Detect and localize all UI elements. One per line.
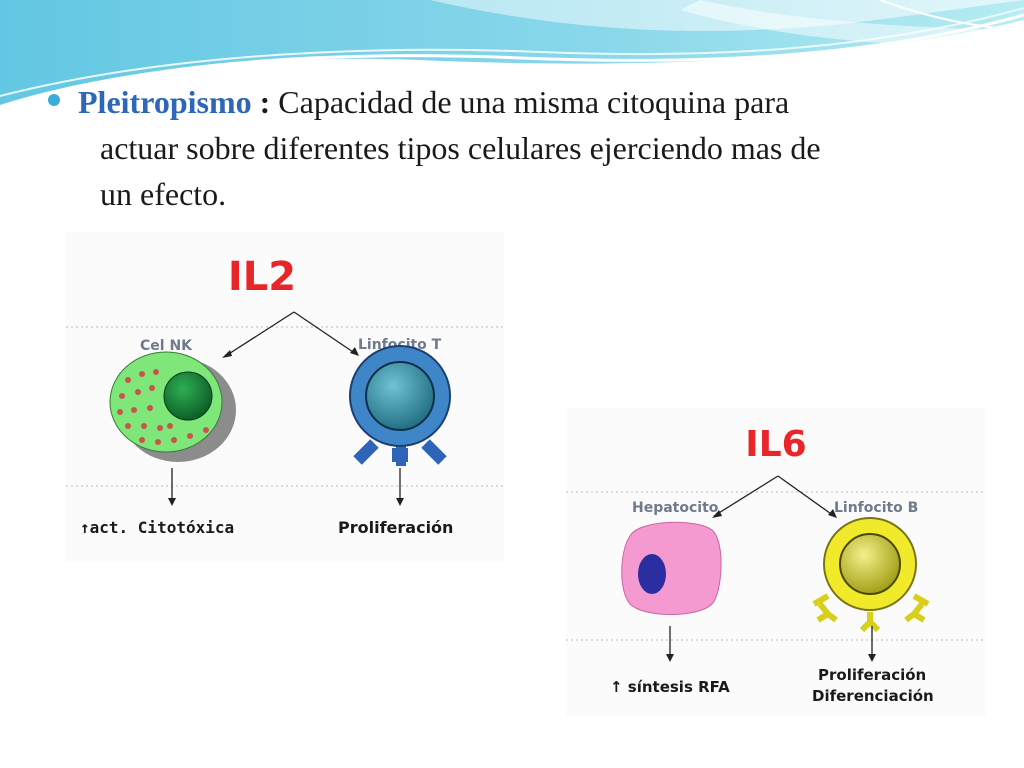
il6-cell-left-label: Hepatocito — [632, 500, 719, 516]
il6-title: IL6 — [745, 424, 806, 465]
header-wave-decoration — [0, 0, 1024, 110]
il2-diagram: IL2 Cel NK Linfocito T — [66, 232, 504, 562]
il6-cell-right-label: Linfocito B — [834, 500, 918, 516]
il2-title: IL2 — [228, 254, 296, 300]
bullet-icon — [48, 94, 60, 106]
il2-cell-left-label: Cel NK — [140, 338, 193, 354]
b-cell-icon — [812, 517, 930, 633]
il6-diagram: IL6 Hepatocito Linfocito B — [566, 408, 986, 716]
definition-text-1: Capacidad de una misma citoquina para — [278, 84, 790, 120]
arrow-to-nk — [223, 311, 295, 358]
il2-cell-right-label: Linfocito T — [358, 337, 442, 353]
definition-line-2: actuar sobre diferentes tipos celulares … — [100, 130, 821, 166]
il2-effect-left: ↑act. Citotóxica — [80, 518, 234, 537]
il6-effect-right-2: Diferenciación — [812, 687, 934, 705]
il6-effect-right-1: Proliferación — [818, 666, 926, 684]
arrow-to-t — [293, 311, 357, 355]
il6-effect-left: ↑ síntesis RFA — [610, 678, 730, 696]
nk-cell-icon — [109, 351, 236, 462]
term-pleitropismo: Pleitropismo — [78, 84, 252, 120]
definition-line-3: un efecto. — [100, 176, 227, 212]
hepatocyte-icon — [621, 521, 722, 615]
il2-effect-right: Proliferación — [338, 518, 453, 537]
t-cell-icon — [349, 345, 451, 466]
term-colon: : — [259, 84, 271, 120]
definition-line-1: Pleitropismo : Capacidad de una misma ci… — [78, 84, 789, 121]
